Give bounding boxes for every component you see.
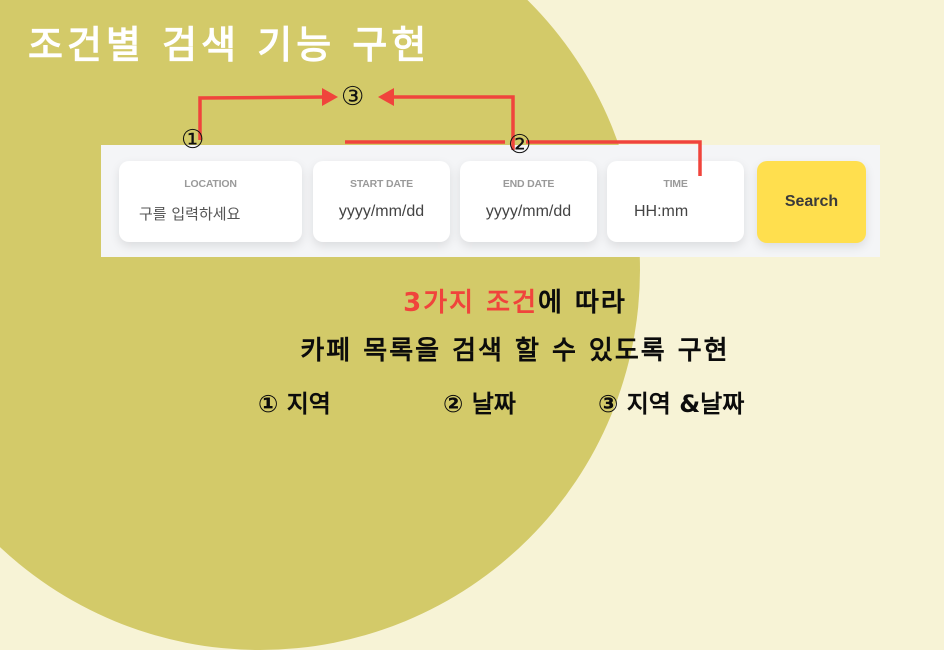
option-1: ① 지역 <box>258 384 331 419</box>
end-date-label: END DATE <box>502 178 555 190</box>
option-3: ③ 지역 &날짜 <box>598 384 744 419</box>
arrow-left-icon <box>378 88 394 106</box>
search-button[interactable]: Search <box>757 161 866 243</box>
start-date-input[interactable]: yyyy/mm/dd <box>338 203 425 220</box>
marker-1: ① <box>181 125 205 155</box>
option-2-label: 날짜 <box>471 390 516 418</box>
description-line-1: 3가지 조건에 따라 <box>0 282 944 319</box>
arrow-right-icon <box>322 88 338 106</box>
search-bar: LOCATION 구를 입력하세요 START DATE yyyy/mm/dd … <box>101 145 880 257</box>
end-date-field[interactable]: END DATE yyyy/mm/dd <box>460 161 597 242</box>
highlight-text: 3가지 조건 <box>403 288 538 318</box>
option-1-marker: ① <box>258 390 279 418</box>
description-line-2: 카페 목록을 검색 할 수 있도록 구현 <box>300 336 730 366</box>
start-date-field[interactable]: START DATE yyyy/mm/dd <box>313 161 450 242</box>
option-1-label: 지역 <box>286 390 331 418</box>
start-date-label: START DATE <box>350 178 413 190</box>
time-input[interactable]: HH:mm <box>634 203 689 220</box>
option-3-label: 지역 &날짜 <box>626 390 745 418</box>
annotation-arrows <box>198 88 702 176</box>
location-label: LOCATION <box>184 178 237 190</box>
location-field[interactable]: LOCATION 구를 입력하세요 <box>119 161 302 242</box>
time-field[interactable]: TIME HH:mm <box>607 161 744 242</box>
option-2-marker: ② <box>443 390 464 418</box>
line1-rest: 에 따라 <box>538 288 627 318</box>
location-input[interactable]: 구를 입력하세요 <box>139 205 241 223</box>
time-label: TIME <box>663 178 688 190</box>
marker-2: ② <box>508 130 532 160</box>
page-title: 조건별 검색 기능 구현 <box>28 23 431 67</box>
end-date-input[interactable]: yyyy/mm/dd <box>485 203 572 220</box>
marker-3: ③ <box>341 82 365 112</box>
option-3-marker: ③ <box>598 390 619 418</box>
option-2: ② 날짜 <box>443 384 516 419</box>
